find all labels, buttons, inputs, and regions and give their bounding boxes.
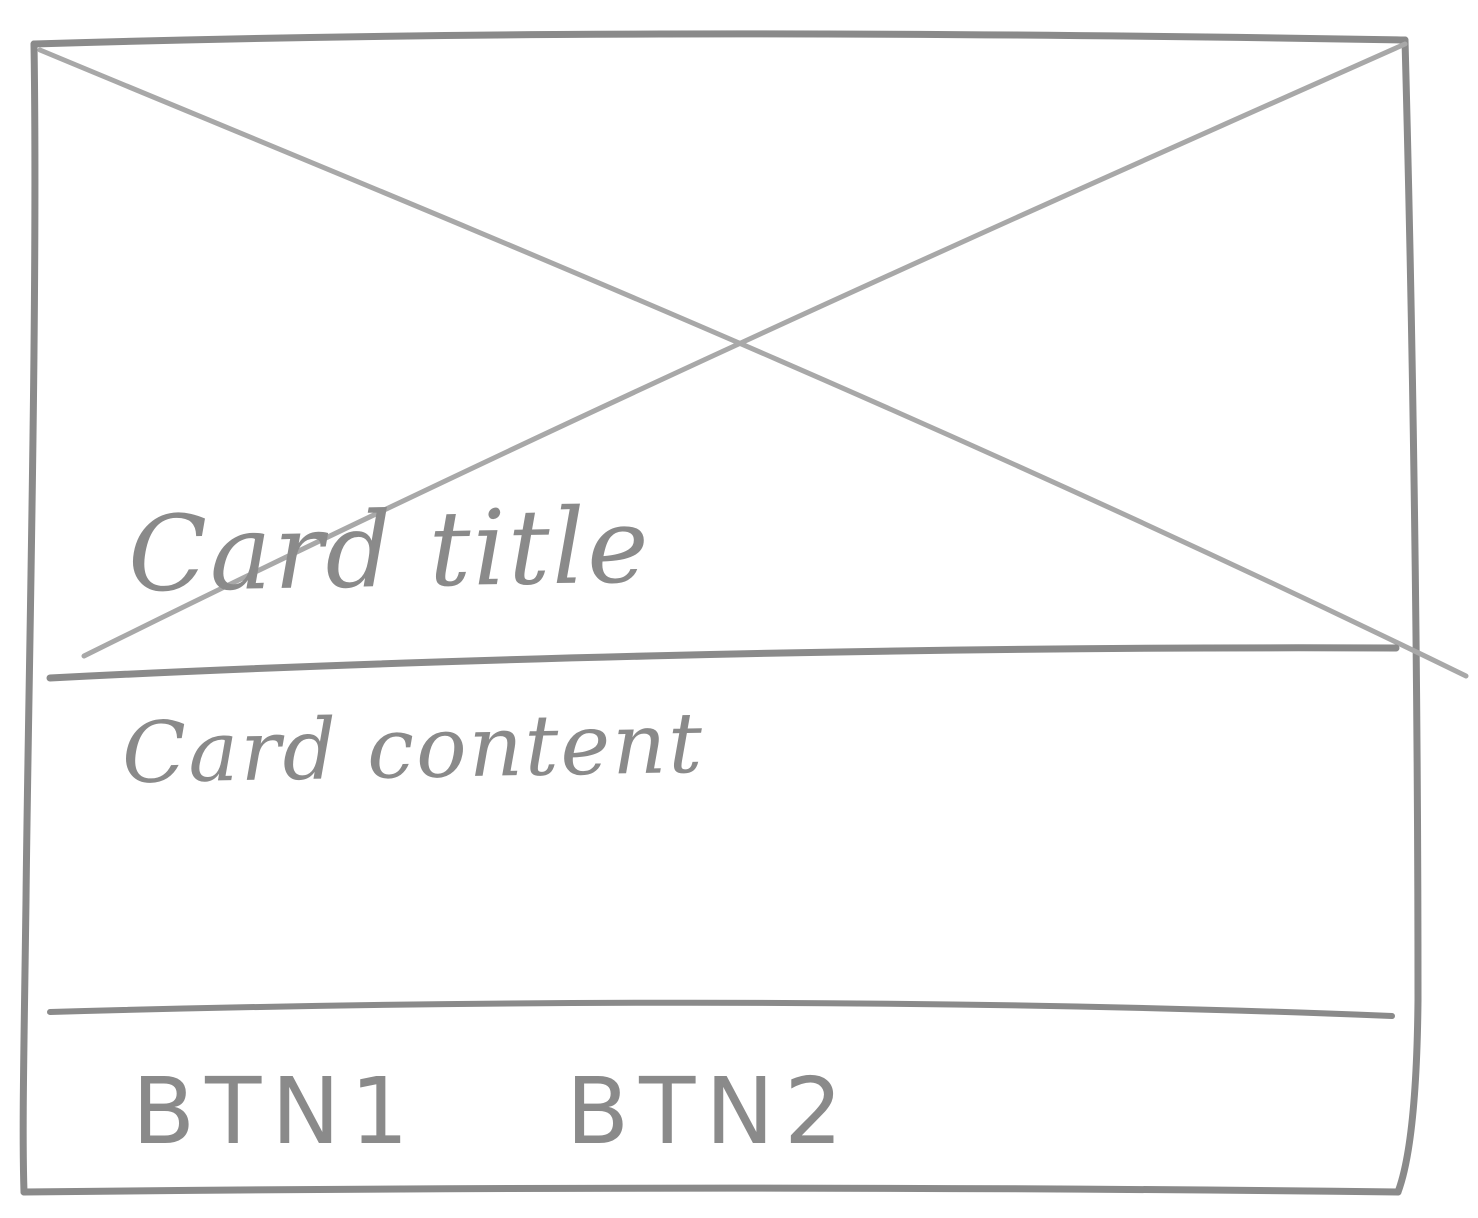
btn1-button[interactable]: BTN1 xyxy=(132,1058,419,1165)
card-border-bottom xyxy=(20,1184,1402,1196)
card-border-top xyxy=(30,30,1409,48)
image-placeholder-icon xyxy=(37,41,1469,679)
actions-divider xyxy=(47,999,1395,1019)
media-divider xyxy=(46,644,1400,682)
card-border-left xyxy=(19,40,39,1196)
placeholder-diagonal-down xyxy=(37,47,1469,679)
card-border-right xyxy=(1394,36,1422,1196)
card-content: Card content xyxy=(121,693,705,803)
placeholder-diagonal-up xyxy=(81,41,1408,659)
card-title: Card title xyxy=(126,484,652,616)
btn2-button[interactable]: BTN2 xyxy=(566,1058,853,1165)
